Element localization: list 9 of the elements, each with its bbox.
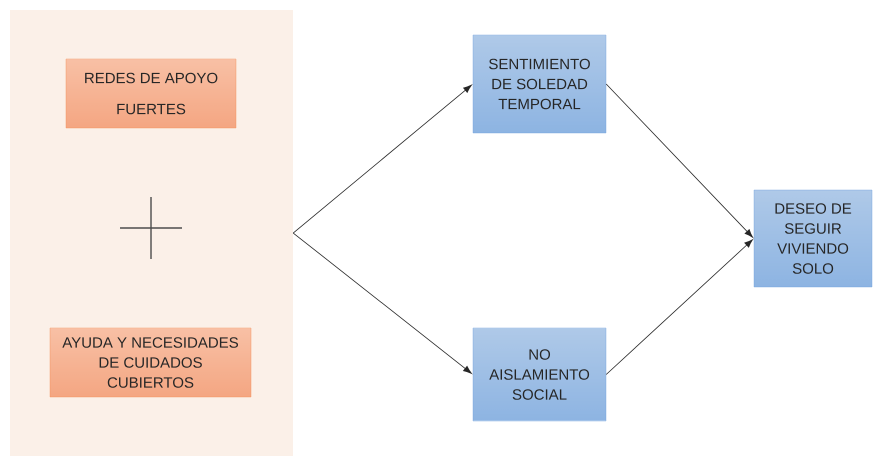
arrow: [292, 232, 472, 374]
arrow: [606, 84, 753, 238]
outcome-box: DESEO DE SEGUIR VIVIENDO SOLO: [754, 190, 872, 288]
arrow: [292, 84, 472, 234]
arrow: [606, 239, 753, 375]
factor-box: REDES DE APOYO FUERTES: [66, 58, 236, 128]
process-box: SENTIMIENTO DE SOLEDAD TEMPORAL: [472, 34, 606, 134]
factor-box: AYUDA Y NECESIDADES DE CUIDADOS CUBIERTOS: [50, 328, 252, 398]
process-box: NO AISLAMIENTO SOCIAL: [472, 328, 606, 422]
